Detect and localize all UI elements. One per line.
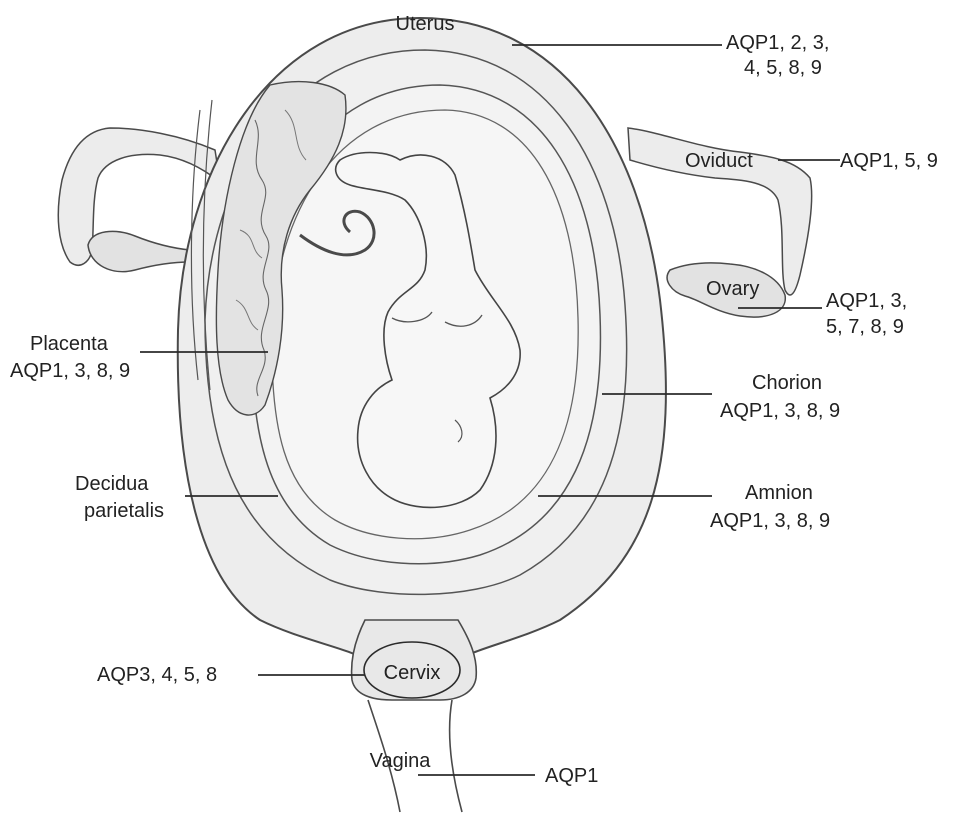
label-ovary: Ovary [706, 278, 759, 300]
label-decidua-line2: parietalis [84, 500, 164, 522]
label-oviduct: Oviduct [685, 150, 753, 172]
label-chorion-aqp: AQP1, 3, 8, 9 [720, 400, 840, 422]
cervix [352, 620, 477, 700]
label-ovary-aqp-line1: AQP1, 3, [826, 290, 907, 312]
label-placenta: Placenta [30, 333, 109, 355]
label-uterus-aqp-line1: AQP1, 2, 3, [726, 32, 829, 54]
label-cervix-aqp: AQP3, 4, 5, 8 [97, 664, 217, 686]
label-placenta-aqp: AQP1, 3, 8, 9 [10, 360, 130, 382]
label-oviduct-aqp: AQP1, 5, 9 [840, 150, 938, 172]
label-decidua-line1: Decidua [75, 473, 149, 495]
label-amnion-aqp: AQP1, 3, 8, 9 [710, 510, 830, 532]
label-vagina-aqp: AQP1 [545, 765, 598, 787]
label-chorion: Chorion [752, 372, 822, 394]
label-uterus-aqp-line2: 4, 5, 8, 9 [744, 57, 822, 79]
label-amnion: Amnion [745, 482, 813, 504]
left-ovary [88, 231, 190, 271]
label-uterus: Uterus [396, 13, 455, 35]
label-cervix: Cervix [384, 662, 441, 684]
label-ovary-aqp-line2: 5, 7, 8, 9 [826, 316, 904, 338]
label-vagina: Vagina [370, 750, 432, 772]
